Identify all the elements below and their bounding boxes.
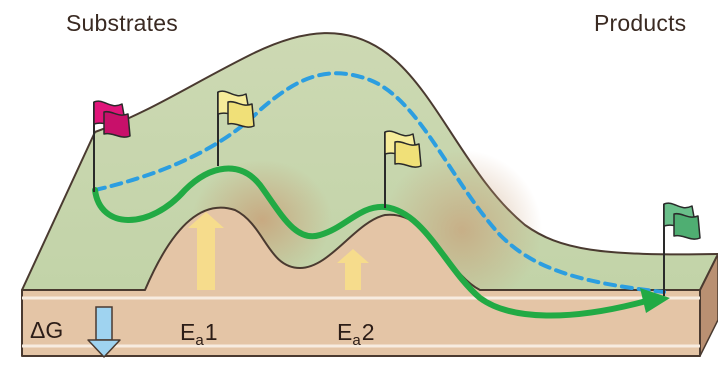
ea2-number: 2 (361, 319, 375, 345)
intermediate-flag-1 (217, 90, 255, 166)
ea2-label: Ea2 (337, 319, 374, 349)
ea1-number: 1 (204, 319, 218, 345)
delta-g-arrow (87, 306, 121, 358)
products-flag (663, 202, 701, 296)
catalyzed-path-arrowhead (640, 288, 670, 313)
delta-g-label: ΔG (30, 317, 64, 343)
intermediate-flag-2 (384, 130, 422, 208)
catalyzed-reaction-path (92, 165, 653, 319)
ea2-subscript: a (352, 332, 361, 349)
substrates-flag (93, 100, 131, 192)
uncatalyzed-reaction-path (93, 71, 666, 294)
ea1-arrow (188, 212, 224, 290)
ea2-arrow (337, 249, 369, 290)
ea1-label: Ea1 (180, 319, 217, 349)
ea1-subscript: a (195, 332, 204, 349)
ea2-letter: E (337, 319, 353, 345)
substrates-label: Substrates (66, 10, 178, 36)
products-label: Products (594, 10, 687, 36)
ea1-letter: E (180, 319, 196, 345)
